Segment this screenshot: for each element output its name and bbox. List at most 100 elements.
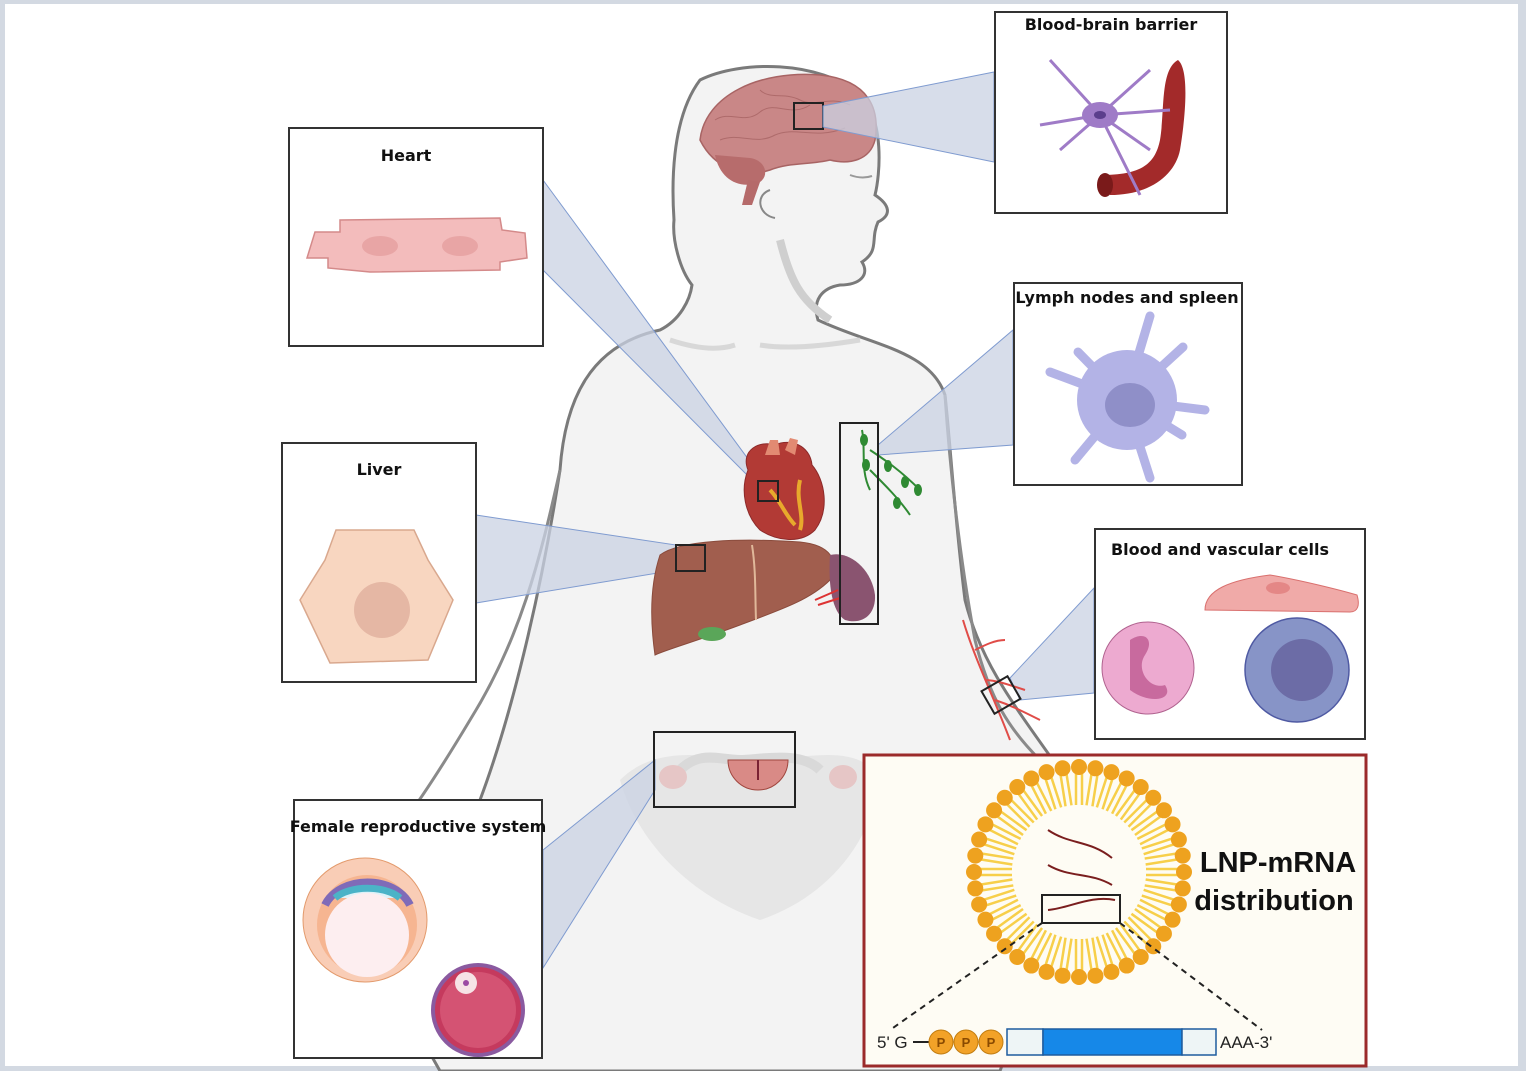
panel-label: Blood-brain barrier xyxy=(1025,15,1198,34)
lipid-head xyxy=(986,802,1003,819)
phosphate-2: P xyxy=(953,1029,979,1055)
lipid-head xyxy=(967,880,984,897)
lnp-title-line1: LNP-mRNA xyxy=(1200,847,1356,879)
lipid-head xyxy=(1023,957,1040,974)
zoom-line-left xyxy=(889,922,1043,1031)
panel-liver[interactable]: Liver xyxy=(281,442,477,683)
panel-heart[interactable]: Heart xyxy=(288,127,544,347)
astrocyte xyxy=(1039,58,1171,196)
neck-shade xyxy=(776,239,833,324)
poly-a-tail: AAA-3' xyxy=(1220,1033,1272,1052)
lipid-head xyxy=(1087,760,1104,777)
panel-label: Heart xyxy=(381,146,432,165)
right-arm-outline xyxy=(943,394,1042,762)
five-prime-cap: 5' G xyxy=(877,1033,908,1052)
lipid-head xyxy=(1023,770,1040,787)
liver-zoom-box xyxy=(675,544,706,572)
lipid-head xyxy=(1071,969,1087,985)
lipid-head xyxy=(1132,779,1149,796)
lipid-head xyxy=(1132,948,1149,965)
lipid-head xyxy=(977,911,994,928)
reproductive-organs xyxy=(653,731,857,808)
phosphate-1: P xyxy=(928,1029,954,1055)
panel-blood-and-vascular-cells[interactable]: Blood and vascular cells xyxy=(1094,528,1366,740)
svg-text:P: P xyxy=(962,1035,971,1050)
reproductive-zoom-box xyxy=(653,731,796,808)
callout-beams xyxy=(475,71,1095,970)
arm-vessels xyxy=(962,619,1041,741)
lipid-head xyxy=(1071,759,1087,775)
lipid-head xyxy=(1176,864,1192,880)
lipid-head xyxy=(966,864,982,880)
svg-text:P: P xyxy=(987,1035,996,1050)
lipid-head xyxy=(1038,764,1055,781)
mrna-zoom-box xyxy=(1041,894,1121,924)
panel-label: Female reproductive system xyxy=(290,817,547,836)
lipid-head xyxy=(1145,789,1162,806)
lipid-head xyxy=(1103,963,1120,980)
lipid-head xyxy=(1174,880,1191,897)
lipid-head xyxy=(1118,957,1135,974)
lipid-head xyxy=(1164,816,1181,833)
cardiomyocyte xyxy=(305,217,528,273)
mrna-construct: 5' G P P P AAA-3' xyxy=(877,1028,1272,1056)
lipid-head xyxy=(1054,760,1071,777)
coding-region xyxy=(1042,1028,1183,1056)
lipid-head xyxy=(1155,802,1172,819)
lipid-head xyxy=(1170,896,1187,913)
figure-frame: Blood-brain barrier Heart Lymph nodes an… xyxy=(5,4,1518,1071)
arm-zoom-box xyxy=(980,674,1022,716)
lipid-head xyxy=(1087,967,1104,984)
lipid-head xyxy=(1164,911,1181,928)
panel-label: Lymph nodes and spleen xyxy=(1015,288,1238,307)
brain-cerebellum xyxy=(715,155,766,185)
lipid-head xyxy=(1009,948,1026,965)
lipid-head xyxy=(986,925,1003,942)
lipid-head xyxy=(1118,770,1135,787)
brain xyxy=(699,73,877,205)
lipid-head xyxy=(971,896,988,913)
five-prime-utr xyxy=(1006,1028,1044,1056)
panel-female-reproductive-system[interactable]: Female reproductive system xyxy=(290,799,547,1059)
panel-lnp-mrna[interactable]: LNP-mRNA distribution 5' G P P P AAA-3' xyxy=(862,753,1368,1068)
lipid-head xyxy=(1038,963,1055,980)
three-prime-utr xyxy=(1181,1028,1217,1056)
right-ovary xyxy=(829,765,857,789)
phosphate-3: P xyxy=(978,1029,1004,1055)
panel-lymph-nodes-and-spleen[interactable]: Lymph nodes and spleen xyxy=(1013,282,1243,486)
heart-organ xyxy=(743,438,825,540)
panel-blood-brain-barrier[interactable]: Blood-brain barrier xyxy=(994,11,1228,214)
blood-vessel xyxy=(1100,60,1186,195)
collarbone-left xyxy=(669,337,736,351)
lipid-head xyxy=(1155,925,1172,942)
lipid-head xyxy=(996,789,1013,806)
panel-label: Liver xyxy=(357,460,402,479)
heart-zoom-box xyxy=(757,480,779,502)
lipid-head xyxy=(967,847,984,864)
spleen-and-lymph xyxy=(814,422,922,625)
left-ovary xyxy=(659,765,687,789)
lipid-head xyxy=(1009,779,1026,796)
lnp-title-line2: distribution xyxy=(1194,885,1353,917)
brain-stem xyxy=(742,180,760,205)
mrna-strands xyxy=(1047,829,1116,911)
collarbone-right xyxy=(759,337,861,350)
svg-text:P: P xyxy=(937,1035,946,1050)
panel-label: Blood and vascular cells xyxy=(1111,540,1329,559)
zoom-line-right xyxy=(1119,922,1263,1031)
lipid-head xyxy=(1054,967,1071,984)
lymph-zoom-box xyxy=(839,422,879,625)
closed-eye xyxy=(849,174,873,179)
lipid-head xyxy=(1103,764,1120,781)
lipid-head xyxy=(1170,831,1187,848)
lipid-head xyxy=(1174,847,1191,864)
ear xyxy=(759,189,776,219)
lipid-nanoparticle xyxy=(966,759,1192,985)
gallbladder xyxy=(698,627,726,641)
lymphatic-vessels xyxy=(860,429,922,516)
liver-organ xyxy=(651,539,835,656)
pelvis-shade xyxy=(620,755,880,920)
lipid-head xyxy=(971,831,988,848)
neutrophil xyxy=(1101,621,1195,715)
